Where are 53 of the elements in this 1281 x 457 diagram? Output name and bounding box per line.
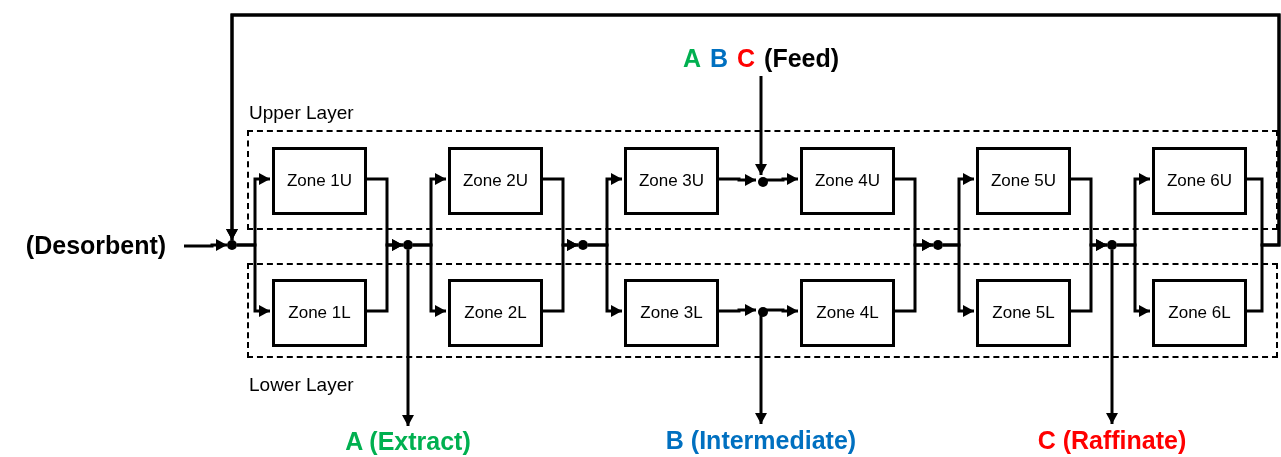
- flow-arrow: [541, 239, 578, 313]
- flow-arrow: [226, 13, 1281, 313]
- flow-arrow: [365, 239, 403, 313]
- flow-arrow: [717, 304, 756, 316]
- stream-label: (Feed): [764, 43, 840, 75]
- flow-arrow: [588, 243, 622, 317]
- zone-box: [800, 147, 895, 215]
- flow-arrow: [1106, 250, 1118, 424]
- layer-label: Upper Layer: [249, 101, 354, 125]
- zone-box: [976, 279, 1071, 347]
- zone-box: [624, 279, 719, 347]
- flow-arrow: [413, 243, 446, 317]
- flow-arrow: [893, 239, 933, 313]
- stream-label: B (Intermediate): [631, 424, 891, 457]
- zone-label: Zone 2U: [462, 170, 529, 193]
- zone-box: [272, 279, 367, 347]
- zone-label: Zone 1L: [288, 302, 351, 325]
- zone-label: Zone 3U: [638, 170, 705, 193]
- zone-box: [1152, 147, 1247, 215]
- flow-arrow: [1117, 243, 1150, 317]
- stream-label: A (Extract): [318, 426, 498, 457]
- flow-arrow: [755, 76, 767, 175]
- stream-label: B: [709, 43, 729, 75]
- zone-box: [800, 279, 895, 347]
- zone-label: Zone 4L: [816, 302, 879, 325]
- zone-label: Zone 4U: [814, 170, 881, 193]
- flow-arrow: [717, 174, 756, 186]
- zone-label: Zone 5L: [992, 302, 1055, 325]
- zone-box: [448, 279, 543, 347]
- zone-box: [272, 147, 367, 215]
- flow-arrow: [184, 239, 227, 251]
- layer-label: Lower Layer: [249, 373, 354, 397]
- flow-arrow: [755, 315, 767, 424]
- zone-label: Zone 6L: [1168, 302, 1231, 325]
- flow-arrow: [766, 305, 798, 317]
- flow-arrow: [943, 243, 974, 317]
- zone-label: Zone 6U: [1166, 170, 1233, 193]
- stream-label: (Desorbent): [8, 231, 184, 261]
- stream-label: A: [682, 43, 701, 75]
- flow-arrow: [766, 173, 798, 185]
- zone-box: [976, 147, 1071, 215]
- flow-arrow: [237, 243, 270, 317]
- zone-box: [624, 147, 719, 215]
- zone-label: Zone 1U: [286, 170, 353, 193]
- zone-box: [448, 147, 543, 215]
- zone-box: [1152, 279, 1247, 347]
- zone-label: Zone 2L: [464, 302, 527, 325]
- flow-arrow: [1069, 239, 1107, 313]
- zone-label: Zone 5U: [990, 170, 1057, 193]
- flow-arrow: [402, 250, 414, 426]
- stream-label: C (Raffinate): [1012, 424, 1212, 457]
- zone-label: Zone 3L: [640, 302, 703, 325]
- stream-label: C: [737, 43, 756, 75]
